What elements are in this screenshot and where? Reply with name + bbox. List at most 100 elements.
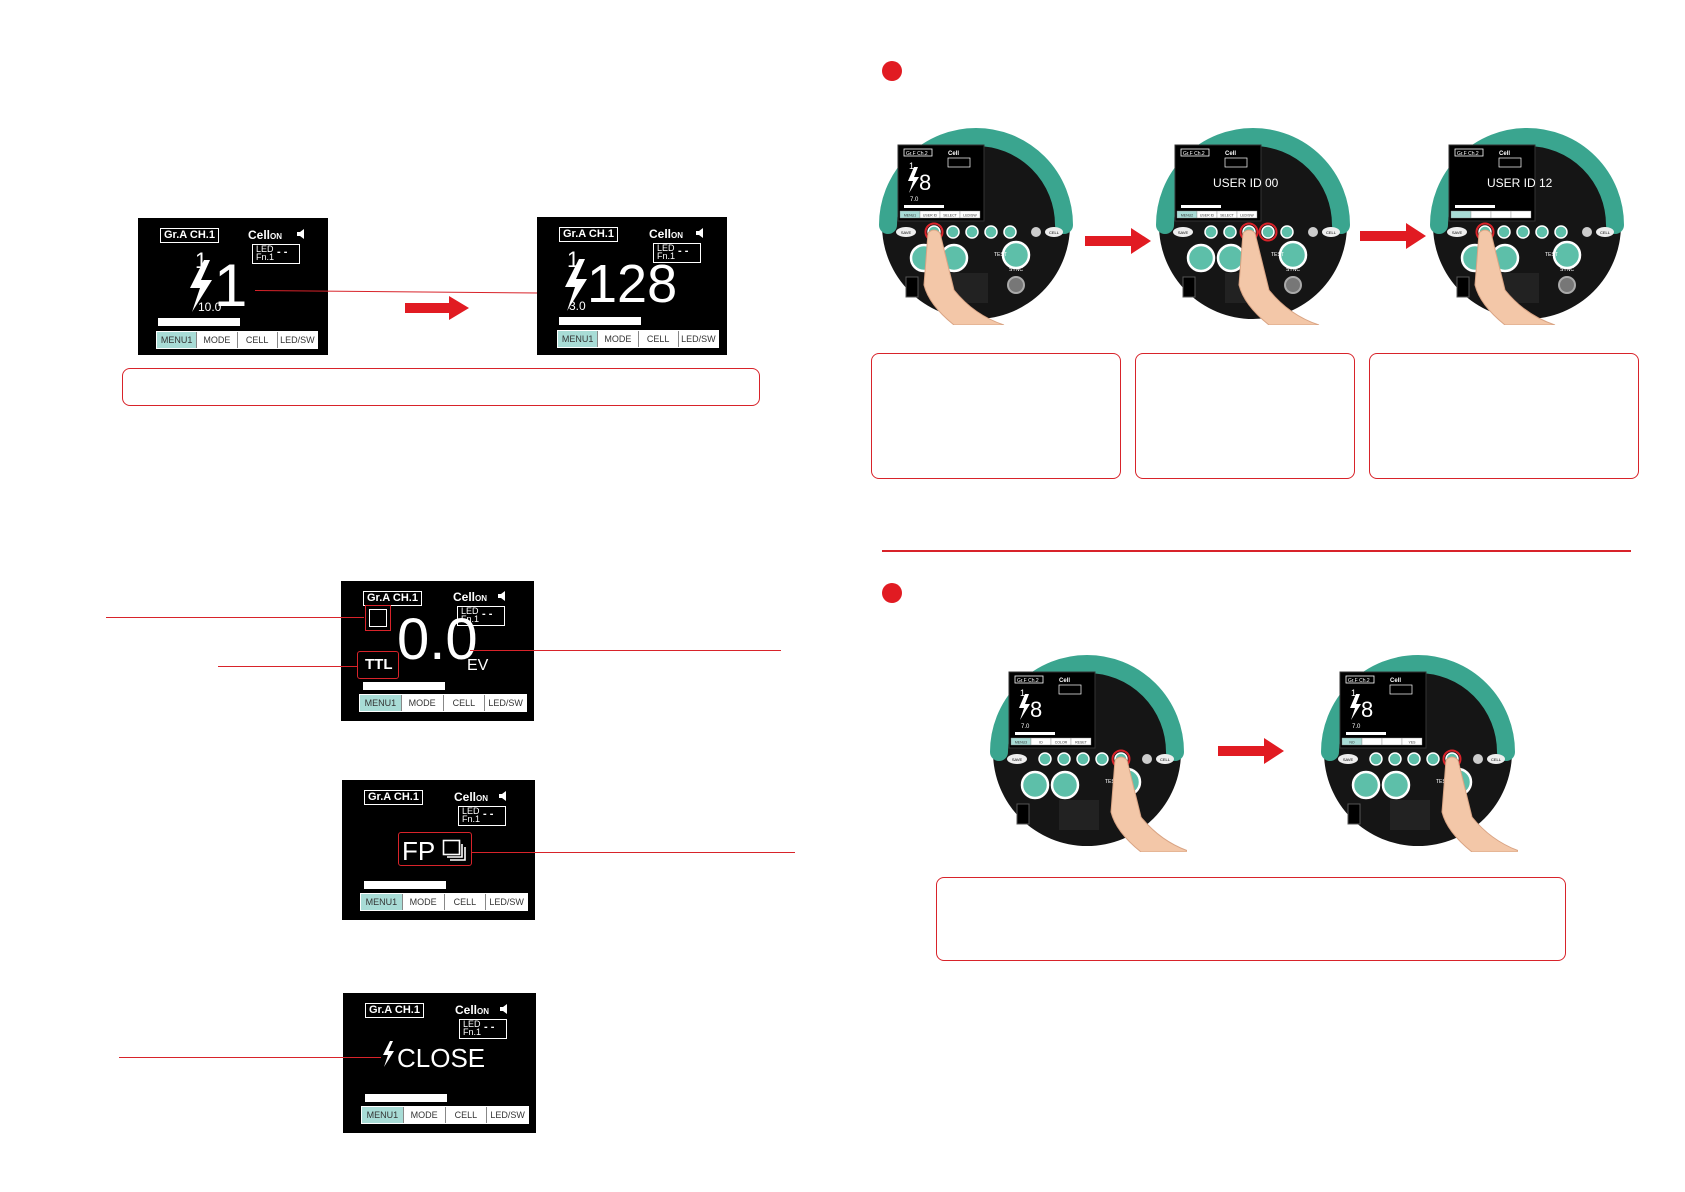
power-bar <box>559 317 641 325</box>
right-arrow-icon <box>1218 738 1284 764</box>
tab-mode[interactable]: MODE <box>196 332 237 348</box>
group-channel-label: Gr.A CH.1 <box>160 228 219 243</box>
cell-status: CellON <box>455 1003 490 1017</box>
led-indicator: LED Fn.1 - - <box>653 243 701 263</box>
highlight-ttl-box <box>357 651 399 679</box>
control-button <box>965 225 979 239</box>
highlight-square-box <box>365 605 391 631</box>
power-bar <box>365 1094 447 1102</box>
device-screen-group: Gr.F Ch.2 <box>1183 151 1205 157</box>
led-indicator: LED Fn.1 - - <box>459 1019 507 1039</box>
power-bar <box>363 682 445 690</box>
cell-label: CELL <box>1326 230 1337 235</box>
ev-value: 0.0 <box>397 607 478 672</box>
power-switch <box>1182 276 1196 298</box>
svg-text:LED/SW: LED/SW <box>1240 214 1254 218</box>
callout-line-close <box>119 1057 381 1058</box>
stop-value: 3.0 <box>569 299 586 313</box>
device-screen-text: USER ID 12 <box>1487 176 1553 190</box>
device-screen <box>1008 671 1096 749</box>
socket <box>1059 800 1099 830</box>
cell-label: CELL <box>1049 230 1060 235</box>
svg-text:SELECT: SELECT <box>943 214 957 218</box>
control-button <box>1426 752 1440 766</box>
teal-handle <box>1156 128 1350 234</box>
device-screen-num: 1 <box>1351 688 1356 698</box>
fp-label: FP <box>402 836 436 866</box>
power-denominator: 1 <box>214 252 248 319</box>
control-button <box>1261 225 1275 239</box>
stop-value: 10.0 <box>198 300 222 314</box>
tab-cell[interactable]: CELL <box>442 695 485 711</box>
tab-menu1[interactable]: MENU1 <box>362 1107 403 1123</box>
device-screen-sub: 7.0 <box>1352 724 1361 730</box>
svg-text:YES: YES <box>1408 741 1416 745</box>
control-button <box>1535 225 1549 239</box>
control-button <box>1095 752 1109 766</box>
tab-cell[interactable]: CELL <box>444 1107 487 1123</box>
flash-unit-rear-panel: Gr.F Ch.2 Cell 1 8 7.0 MENU1 USER ID SEL… <box>876 115 1076 326</box>
svg-text:MENU3: MENU3 <box>1015 741 1027 745</box>
tab-mode[interactable]: MODE <box>401 894 444 910</box>
tab-mode[interactable]: MODE <box>402 1107 445 1123</box>
menu-tabs: MENU1 MODE CELL LED/SW <box>557 330 719 348</box>
tab-menu1[interactable]: MENU1 <box>558 331 598 347</box>
control-button <box>1223 225 1237 239</box>
svg-text:NO: NO <box>1349 741 1355 745</box>
svg-text:MENU2: MENU2 <box>1181 214 1193 218</box>
power-bar <box>364 881 446 889</box>
lcd-manual-low: Gr.A CH.1 CellON LED Fn.1 - - 1 1 10.0 M… <box>138 218 328 355</box>
caption-box <box>122 368 760 406</box>
cell-status: CellON <box>649 227 684 241</box>
control-button <box>1497 225 1511 239</box>
speaker-icon <box>500 1004 507 1014</box>
dial-left <box>1020 770 1050 800</box>
flash-unit-rear-panel: Gr.F Ch.2 Cell USER ID 12 SAVE CELL TEST… <box>1427 115 1627 326</box>
test-label: TEST <box>1545 252 1558 258</box>
lcd-manual-high: Gr.A CH.1 CellON LED Fn.1 - - 1 128 3.0 … <box>537 217 727 355</box>
flash-bolt-icon <box>1350 694 1361 720</box>
group-channel-label: Gr.A CH.1 <box>365 1003 424 1018</box>
section-bullet-1 <box>882 61 902 81</box>
highlight-fp-box <box>398 832 472 866</box>
device-screen-den: 8 <box>1030 697 1042 722</box>
menu-tabs: MENU1 MODE CELL LED/SW <box>361 1106 529 1124</box>
sync-port <box>1558 276 1576 294</box>
device-screen-sub: 7.0 <box>910 197 919 203</box>
tab-led-sw[interactable]: LED/SW <box>485 894 527 910</box>
cell-status: CellON <box>248 228 283 242</box>
menu-tabs: MENU1 MODE CELL LED/SW <box>360 893 528 911</box>
power-denominator: 128 <box>587 254 678 314</box>
control-button <box>1076 752 1090 766</box>
control-button <box>1554 225 1568 239</box>
cell-status: CellON <box>454 790 489 804</box>
test-button <box>1552 240 1582 270</box>
tab-led-sw[interactable]: LED/SW <box>486 1107 528 1123</box>
tab-mode[interactable]: MODE <box>400 695 443 711</box>
sync-label: SYNC <box>1560 267 1574 273</box>
cell-label: CELL <box>1491 757 1502 762</box>
tab-cell[interactable]: CELL <box>637 331 678 347</box>
save-label: SAVE <box>1343 757 1354 762</box>
tab-cell[interactable]: CELL <box>236 332 277 348</box>
svg-text:USER ID: USER ID <box>923 214 938 218</box>
right-arrow-icon <box>405 296 469 320</box>
tab-menu1[interactable]: MENU1 <box>360 695 401 711</box>
control-button <box>1204 225 1218 239</box>
tab-menu1[interactable]: MENU1 <box>157 332 197 348</box>
tab-led-sw[interactable]: LED/SW <box>484 695 526 711</box>
teal-handle <box>879 128 1073 234</box>
svg-text:Cell: Cell <box>948 151 959 157</box>
step-box-3 <box>1369 353 1639 479</box>
device-screen-den: 8 <box>919 170 931 195</box>
led-indicator: LED Fn.1 - - <box>458 806 506 826</box>
svg-text:ID: ID <box>1039 741 1043 745</box>
tab-mode[interactable]: MODE <box>597 331 638 347</box>
tab-cell[interactable]: CELL <box>443 894 486 910</box>
svg-text:Cell: Cell <box>1225 151 1236 157</box>
tab-led-sw[interactable]: LED/SW <box>677 331 718 347</box>
tab-menu1[interactable]: MENU1 <box>361 894 402 910</box>
lcd-close: Gr.A CH.1 CellON LED Fn.1 - - CLOSE MENU… <box>343 993 536 1133</box>
tab-led-sw[interactable]: LED/SW <box>276 332 317 348</box>
device-screen-group: Gr.F Ch.2 <box>1348 678 1370 684</box>
